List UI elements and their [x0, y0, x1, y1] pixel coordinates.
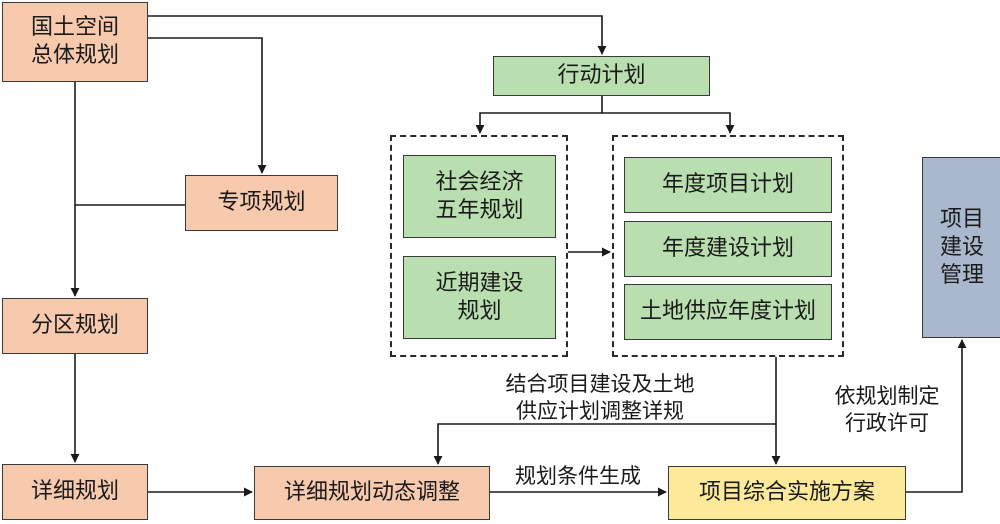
- shehui-jingji-node: 社会经济 五年规划: [403, 155, 556, 238]
- edge-xingdong-split: [475, 96, 603, 134]
- niandu-jianshe-node: 年度建设计划: [624, 221, 832, 277]
- zonghe-shishi-node: 项目综合实施方案: [668, 466, 906, 520]
- jinqi-jianshe-node: 近期建设 规划: [403, 256, 556, 339]
- dongtai-tiaozheng-node: 详细规划动态调整: [254, 466, 490, 520]
- edge-zonghe-to-guanli: [906, 339, 967, 493]
- guotu-kongjian-node: 国土空间 总体规划: [2, 2, 148, 82]
- note-xingzheng: 依规划制定 行政许可: [834, 384, 940, 435]
- zhuanxiang-node: 专项规划: [185, 175, 338, 231]
- fenqu-node: 分区规划: [2, 298, 148, 354]
- tudi-gongying-node: 土地供应年度计划: [624, 284, 832, 340]
- note-tiaojian: 规划条件生成: [515, 464, 641, 488]
- edge-guotu-to-zhuanxiang: [148, 37, 267, 174]
- plan-group-left: [390, 135, 568, 357]
- note-jiehe: 结合项目建设及土地 供应计划调整详规: [505, 372, 695, 423]
- edge-xingdong-split-right: [602, 112, 735, 134]
- edge-feedback-to-dongtai: [433, 423, 776, 465]
- xiangxi-node: 详细规划: [2, 464, 148, 520]
- plan-group-right: [612, 135, 844, 357]
- xingdong-jihua-node: 行动计划: [493, 56, 710, 96]
- niandu-xiangmu-node: 年度项目计划: [624, 157, 832, 213]
- edge-guotu-to-xingdong: [148, 15, 607, 55]
- xiangmu-guanli-node: 项目 建设 管理: [922, 157, 1000, 338]
